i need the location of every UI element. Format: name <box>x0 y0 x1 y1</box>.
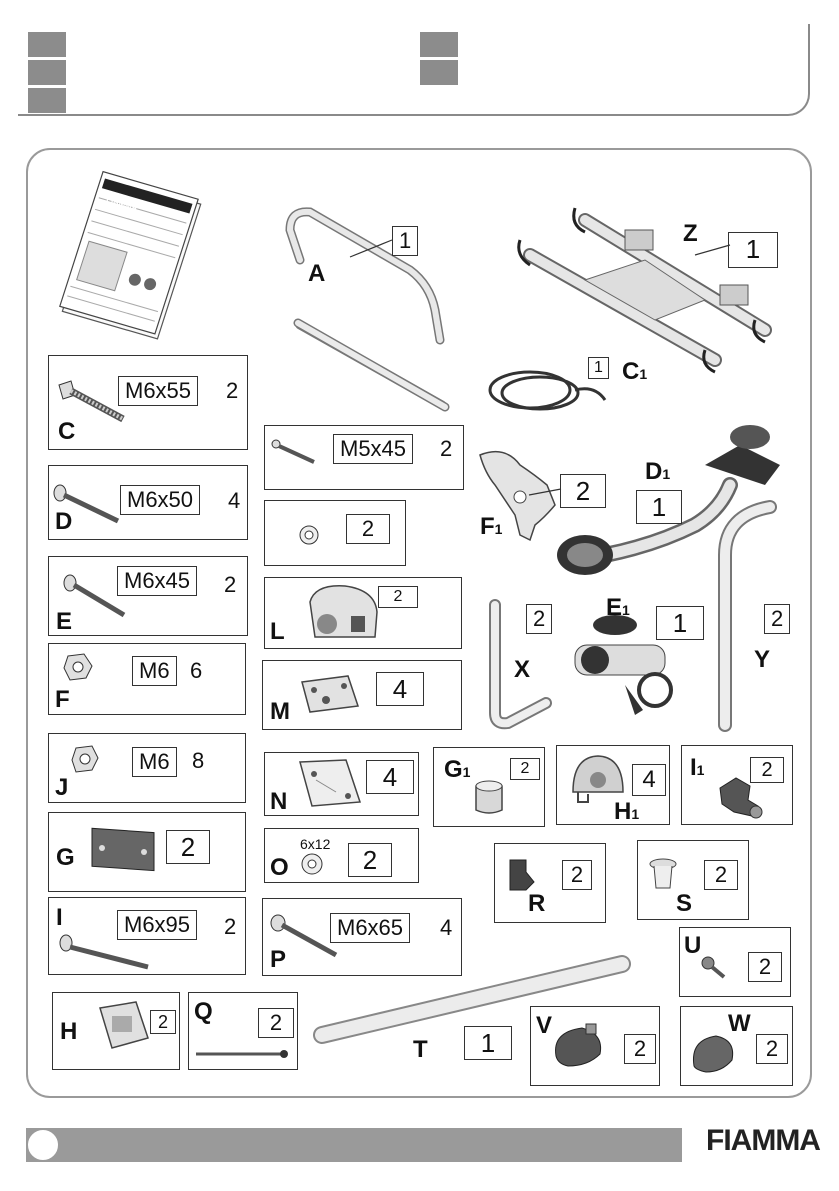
part-l-label: 2 <box>378 586 418 608</box>
part-d-label: M6x50 <box>120 485 200 515</box>
part-d1-letter: D1 <box>645 460 670 484</box>
part-f-quantity: 6 <box>190 660 202 682</box>
part-q-letter: Q <box>194 1000 213 1024</box>
part-z-label: 1 <box>728 232 778 268</box>
part-q-image <box>194 1048 290 1060</box>
part-j-quantity: 8 <box>192 750 204 772</box>
part-n-image <box>296 756 364 810</box>
part-i-image <box>58 935 153 971</box>
part-o-label: 2 <box>348 843 392 877</box>
part-h-letter: H <box>60 1020 77 1044</box>
part-c1-letter: C1 <box>622 360 647 384</box>
part-h-label: 2 <box>150 1010 176 1034</box>
part-p-label: M6x65 <box>330 913 410 943</box>
part-d1-label: 1 <box>636 490 682 524</box>
header-frame <box>18 24 810 116</box>
part-n-letter: N <box>270 790 287 814</box>
part-t-letter: T <box>413 1038 428 1062</box>
part-e-letter: E <box>56 610 72 634</box>
part-o-letter: O <box>270 856 289 880</box>
part-u-label: 2 <box>748 952 782 982</box>
header-square <box>420 60 458 85</box>
part-washer-image <box>298 524 320 546</box>
part-i-quantity: 2 <box>224 916 236 938</box>
part-u-letter: U <box>684 934 701 958</box>
part-m-label: 4 <box>376 672 424 706</box>
part-p-letter: P <box>270 948 286 972</box>
part-screw-m5-image <box>270 436 330 466</box>
part-g-letter: G <box>56 846 75 870</box>
part-y-label: 2 <box>764 604 790 634</box>
part-j-letter: J <box>55 776 68 800</box>
part-i1-letter: I1 <box>690 756 704 780</box>
header-square <box>28 32 66 57</box>
part-g1-image <box>472 778 506 816</box>
part-c-quantity: 2 <box>226 380 238 402</box>
part-screw-m5-label: M5x45 <box>333 434 413 464</box>
part-l-letter: L <box>270 620 285 644</box>
part-e1-letter: E1 <box>606 596 630 620</box>
part-c1-label: 1 <box>588 357 609 379</box>
part-z-image <box>505 200 795 380</box>
part-a-letter: A <box>308 262 325 286</box>
part-h1-label: 4 <box>632 764 666 796</box>
part-g-label: 2 <box>166 830 210 864</box>
part-x-label: 2 <box>526 604 552 634</box>
part-l-image <box>305 582 380 644</box>
part-i1-image <box>712 776 764 820</box>
part-washer-label: 2 <box>346 514 390 544</box>
part-f-label: M6 <box>132 656 177 686</box>
part-p-quantity: 4 <box>440 917 452 939</box>
part-f1-letter: F1 <box>480 515 502 539</box>
part-v-image <box>548 1020 608 1070</box>
part-o-image <box>300 852 324 876</box>
part-f-image <box>62 652 96 682</box>
footer-bar <box>26 1128 682 1162</box>
part-g1-letter: G1 <box>444 758 470 782</box>
part-d-quantity: 4 <box>228 490 240 512</box>
part-f-letter: F <box>55 688 70 712</box>
part-u-image <box>700 955 730 981</box>
part-m-box <box>262 660 462 730</box>
part-s-label: 2 <box>704 860 738 890</box>
part-w-label: 2 <box>756 1034 788 1064</box>
part-h-image <box>94 998 154 1056</box>
part-m-image <box>298 672 362 716</box>
page-number-circle <box>26 1128 60 1162</box>
part-i-label: M6x95 <box>117 910 197 940</box>
part-w-image <box>688 1030 738 1074</box>
part-c-letter: C <box>58 420 75 444</box>
part-e-quantity: 2 <box>224 574 236 596</box>
part-q-label: 2 <box>258 1008 294 1038</box>
part-e-label: M6x45 <box>117 566 197 596</box>
part-r-letter: R <box>528 892 545 916</box>
part-y-letter: Y <box>754 648 770 672</box>
part-n-label: 4 <box>366 760 414 794</box>
part-rod-image <box>290 315 460 415</box>
part-o-size: 6x12 <box>300 836 330 852</box>
part-s-image <box>648 858 678 894</box>
part-g-image <box>88 822 158 872</box>
part-j-label: M6 <box>132 747 177 777</box>
part-e1-label: 1 <box>656 606 704 640</box>
part-x-letter: X <box>514 658 530 682</box>
part-t-label: 1 <box>464 1026 512 1060</box>
part-c-label: M6x55 <box>118 376 198 406</box>
brand-logo: FIAMMA <box>706 1124 820 1158</box>
part-j-image <box>70 744 100 774</box>
part-v-label: 2 <box>624 1034 656 1064</box>
part-h1-letter: H1 <box>614 800 639 824</box>
part-g1-label: 2 <box>510 758 540 780</box>
header-square <box>28 60 66 85</box>
header-square <box>420 32 458 57</box>
part-screw-m5-quantity: 2 <box>440 438 452 460</box>
part-m-letter: M <box>270 700 290 724</box>
header-square <box>28 88 66 113</box>
part-r-label: 2 <box>562 860 592 890</box>
part-d-letter: D <box>55 510 72 534</box>
part-s-letter: S <box>676 892 692 916</box>
part-i-letter: I <box>56 906 63 930</box>
